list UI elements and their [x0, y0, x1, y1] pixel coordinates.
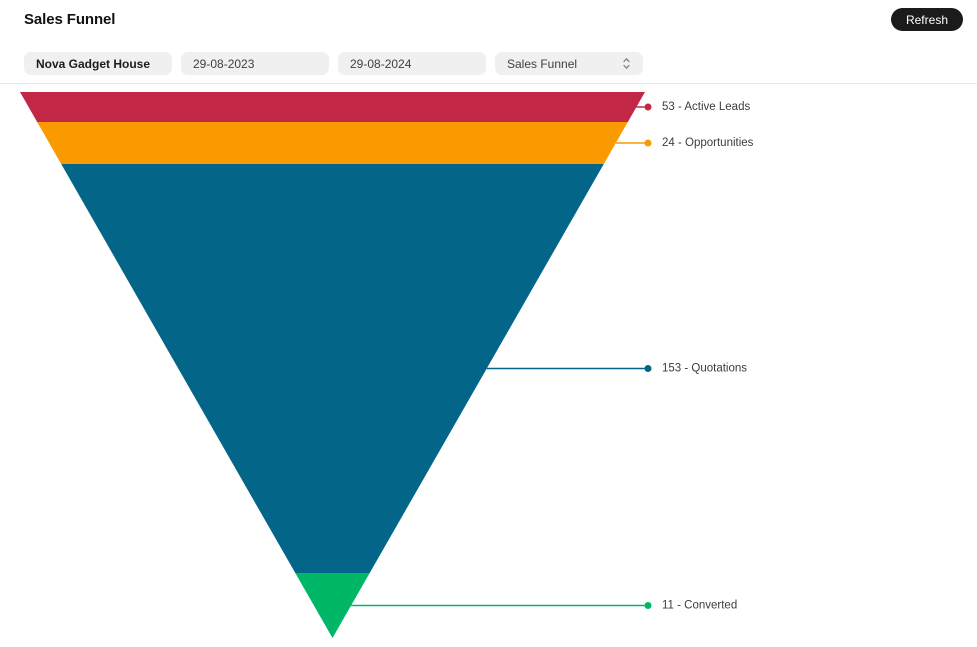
- header-divider: [0, 83, 977, 84]
- funnel-segment-opportunities[interactable]: [37, 122, 628, 164]
- funnel-chart: 53 - Active Leads 24 - Opportunities 153 -…: [0, 86, 977, 647]
- leader-dot-quotations: [644, 365, 652, 372]
- leader-dot-active-leads: [644, 103, 652, 111]
- funnel-segment-converted[interactable]: [295, 573, 370, 638]
- chart-type-select[interactable]: Sales Funnel: [495, 52, 643, 75]
- leader-dot-converted: [644, 602, 652, 609]
- from-date-filter[interactable]: 29-08-2023: [181, 52, 329, 75]
- chevron-up-down-icon: [622, 57, 631, 70]
- stage-label-quotations: 153 - Quotations: [662, 363, 747, 375]
- refresh-button[interactable]: Refresh: [890, 8, 963, 31]
- to-date-filter[interactable]: 29-08-2024: [338, 52, 486, 75]
- page-title: Sales Funnel: [24, 11, 116, 28]
- company-filter[interactable]: Nova Gadget House: [24, 52, 172, 75]
- chart-type-value: Sales Funnel: [507, 56, 578, 71]
- to-date-value: 29-08-2024: [350, 56, 412, 71]
- funnel-segment-active-leads[interactable]: [20, 92, 645, 122]
- stage-label-active-leads: 53 - Active Leads: [662, 101, 750, 113]
- funnel-svg: 53 - Active Leads 24 - Opportunities 153 -…: [20, 92, 754, 638]
- filter-bar: Nova Gadget House 29-08-2023 29-08-2024 …: [24, 52, 643, 75]
- company-filter-label: Nova Gadget House: [36, 56, 151, 71]
- leader-dot-opportunities: [644, 139, 652, 147]
- stage-label-opportunities: 24 - Opportunities: [662, 137, 754, 149]
- from-date-value: 29-08-2023: [193, 56, 255, 71]
- funnel-segment-quotations[interactable]: [61, 164, 604, 573]
- stage-label-converted: 11 - Converted: [662, 600, 737, 612]
